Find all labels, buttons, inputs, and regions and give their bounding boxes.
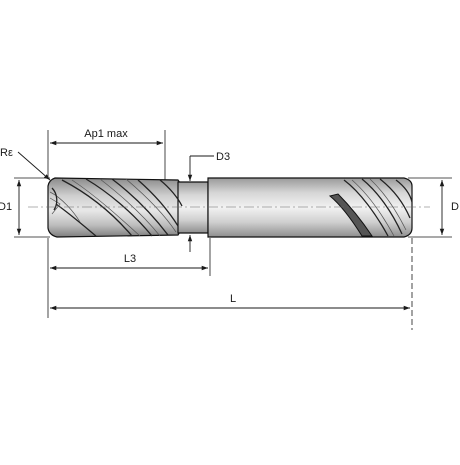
cutting-flutes <box>49 178 183 237</box>
neck <box>177 181 209 234</box>
tool-body <box>28 177 430 238</box>
cutting-length-label: Ap1 max <box>84 128 128 140</box>
cutting-diameter-label: D1 <box>0 201 12 213</box>
corner-radius-label: Rε <box>0 147 13 159</box>
shank-flutes <box>328 178 413 237</box>
neck-length-label: L3 <box>124 253 136 265</box>
corner-radius-dimension: Rε <box>0 147 51 181</box>
shank-diameter-dimension: D <box>408 177 459 238</box>
neck-diameter-label: D3 <box>216 151 230 163</box>
overall-length-dimension: L <box>47 238 413 330</box>
overall-length-label: L <box>230 293 236 305</box>
cutting-length-dimension: Ap1 max <box>47 128 166 180</box>
neck-diameter-dimension: D3 <box>187 151 230 252</box>
neck-length-dimension: L3 <box>47 238 211 276</box>
shank <box>207 177 413 238</box>
dimensions: Ap1 max Rε D3 D1 D <box>0 128 459 330</box>
shank-diameter-label: D <box>451 201 459 213</box>
cutting-diameter-dimension: D1 <box>0 177 50 238</box>
